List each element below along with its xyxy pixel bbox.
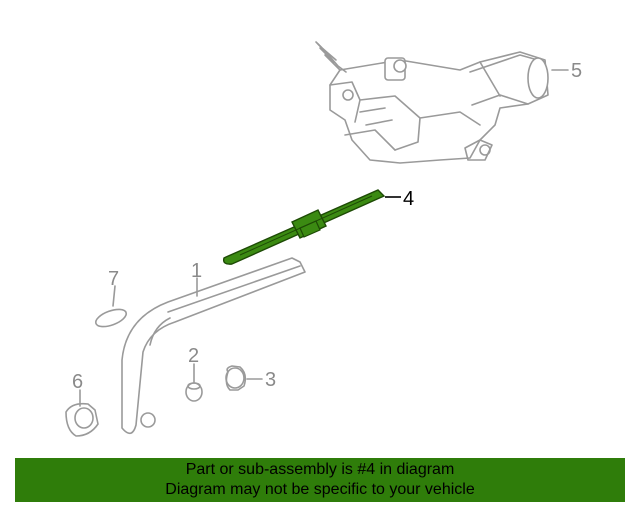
- cap: [225, 365, 247, 391]
- cover: [65, 402, 99, 437]
- banner-line-2: Diagram may not be specific to your vehi…: [165, 481, 475, 498]
- callout-2: 2: [188, 345, 199, 367]
- info-banner: Part or sub-assembly is #4 in diagram Di…: [15, 458, 625, 502]
- callout-3: 3: [265, 369, 276, 391]
- callout-7: 7: [108, 268, 119, 290]
- callout-6: 6: [72, 371, 83, 393]
- wiper-arm: [121, 257, 306, 435]
- wiper-motor: [315, 41, 549, 164]
- callout-4[interactable]: 4: [403, 188, 414, 210]
- wiper-blade[interactable]: [222, 189, 386, 265]
- parts-diagram: 5 4 1 7 2 3 6: [65, 41, 582, 437]
- callout-1: 1: [191, 260, 202, 282]
- leader-lines: [79, 69, 569, 407]
- callout-5: 5: [571, 60, 582, 82]
- banner-line-1: Part or sub-assembly is #4 in diagram: [185, 461, 455, 478]
- grommet: [94, 308, 128, 328]
- nut: [185, 382, 203, 402]
